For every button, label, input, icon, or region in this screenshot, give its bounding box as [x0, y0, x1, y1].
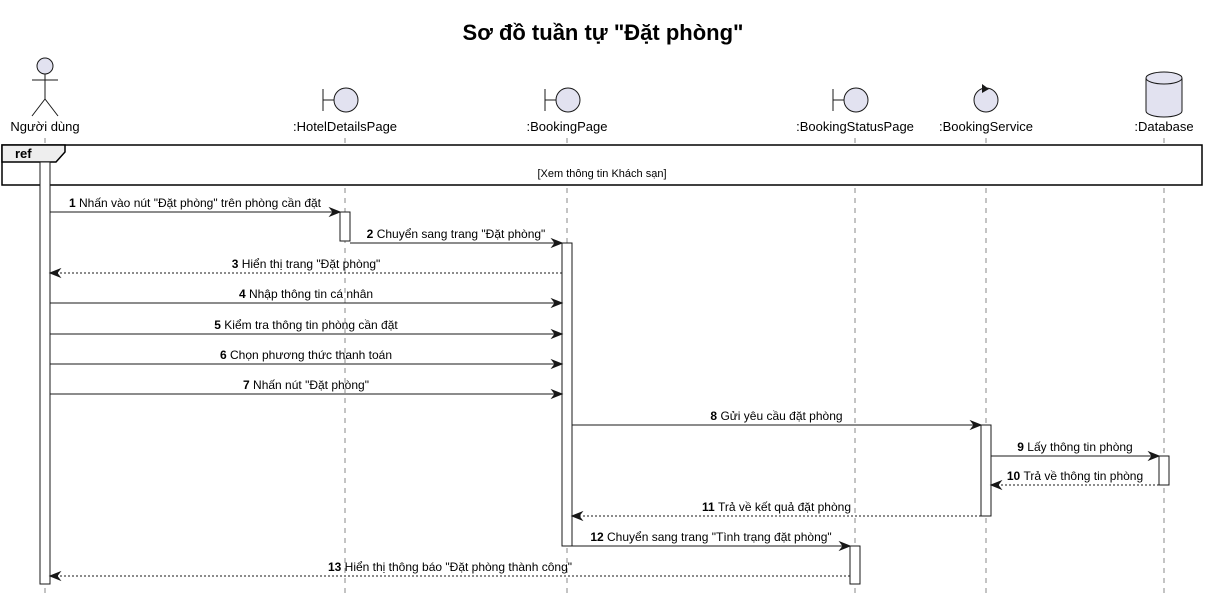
ref-frame: ref [Xem thông tin Khách sạn] [1, 144, 1203, 186]
message-number: 3 [232, 257, 242, 271]
message-5: 5 Kiểm tra thông tin phòng cần đặt [50, 318, 564, 340]
arrow-head-icon [550, 297, 564, 309]
message-label: 9 Lấy thông tin phòng [1017, 440, 1132, 454]
message-number: 1 [69, 196, 79, 210]
message-number: 5 [214, 318, 224, 332]
participant-name: :Database [1134, 119, 1193, 134]
messages: 1 Nhấn vào nút "Đặt phòng" trên phòng cầ… [48, 196, 1161, 582]
arrow-head-icon [1147, 450, 1161, 462]
message-label: 10 Trả về thông tin phòng [1007, 469, 1143, 483]
ref-text: [Xem thông tin Khách sạn] [537, 168, 666, 180]
participant-booking: :BookingPage [527, 87, 608, 134]
arrow-head-icon [328, 206, 342, 218]
participant-name: Người dùng [10, 119, 79, 134]
message-number: 9 [1017, 440, 1027, 454]
message-text: Kiểm tra thông tin phòng cần đặt [224, 318, 398, 332]
message-text: Nhấn vào nút "Đặt phòng" trên phòng cần … [79, 196, 322, 210]
activation-bar-status [849, 545, 861, 585]
message-number: 12 [590, 530, 607, 544]
message-text: Chọn phương thức thanh toán [230, 348, 392, 362]
arrow-head-icon [550, 237, 564, 249]
activation-bar-booking [561, 242, 573, 547]
message-text: Nhấn nút "Đặt phòng" [253, 378, 369, 392]
actor-icon [31, 57, 59, 117]
message-8: 8 Gửi yêu cầu đặt phòng [572, 409, 983, 431]
database-icon [1145, 71, 1183, 118]
message-label: 2 Chuyển sang trang "Đặt phòng" [367, 227, 546, 241]
arrow-head-icon [969, 419, 983, 431]
arrow-head-icon [570, 510, 584, 522]
message-text: Chuyển sang trang "Tình trạng đặt phòng" [607, 530, 832, 544]
boundary-icon [322, 87, 359, 113]
message-3: 3 Hiển thị trang "Đặt phòng" [48, 257, 562, 279]
message-number: 11 [702, 500, 718, 514]
message-number: 10 [1007, 469, 1024, 483]
participant-name: :HotelDetailsPage [293, 119, 397, 134]
message-label: 5 Kiểm tra thông tin phòng cần đặt [214, 318, 398, 332]
message-label: 4 Nhập thông tin cá nhân [239, 287, 373, 301]
message-number: 2 [367, 227, 377, 241]
ref-label: ref [15, 146, 32, 161]
message-12: 12 Chuyển sang trang "Tình trạng đặt phò… [572, 530, 852, 552]
message-number: 6 [220, 348, 230, 362]
boundary-icon [832, 87, 869, 113]
message-label: 11 Trả về kết quả đặt phòng [702, 500, 851, 514]
participant-hotel: :HotelDetailsPage [293, 87, 397, 134]
control-icon [973, 84, 999, 113]
message-label: 8 Gửi yêu cầu đặt phòng [710, 409, 842, 423]
activation-bar-db [1158, 455, 1170, 486]
activation-bars [39, 161, 1170, 585]
participants: Người dùng :HotelDetailsPage :BookingPage:… [10, 57, 1194, 134]
message-1: 1 Nhấn vào nút "Đặt phòng" trên phòng cầ… [50, 196, 342, 218]
participant-status: :BookingStatusPage [796, 87, 914, 134]
arrow-head-icon [550, 388, 564, 400]
message-9: 9 Lấy thông tin phòng [991, 440, 1161, 462]
message-label: 1 Nhấn vào nút "Đặt phòng" trên phòng cầ… [69, 196, 322, 210]
message-label: 3 Hiển thị trang "Đặt phòng" [232, 257, 381, 271]
message-7: 7 Nhấn nút "Đặt phòng" [50, 378, 564, 400]
message-number: 13 [328, 560, 345, 574]
arrow-head-icon [48, 570, 62, 582]
message-text: Hiển thị thông báo "Đặt phòng thành công… [345, 560, 572, 574]
message-text: Trả về thông tin phòng [1024, 469, 1144, 483]
message-6: 6 Chọn phương thức thanh toán [50, 348, 564, 370]
message-text: Trả về kết quả đặt phòng [718, 500, 851, 514]
participant-user: Người dùng [10, 57, 80, 134]
arrow-head-icon [48, 267, 62, 279]
diagram-title: Sơ đồ tuần tự "Đặt phòng" [463, 20, 744, 45]
arrow-head-icon [550, 328, 564, 340]
participant-service: :BookingService [939, 84, 1033, 134]
message-text: Chuyển sang trang "Đặt phòng" [377, 227, 546, 241]
message-text: Lấy thông tin phòng [1027, 440, 1132, 454]
message-label: 13 Hiển thị thông báo "Đặt phòng thành c… [328, 560, 572, 574]
message-13: 13 Hiển thị thông báo "Đặt phòng thành c… [48, 560, 850, 582]
message-text: Gửi yêu cầu đặt phòng [720, 409, 842, 423]
message-label: 12 Chuyển sang trang "Tình trạng đặt phò… [590, 530, 831, 544]
arrow-head-icon [550, 358, 564, 370]
arrow-head-icon [989, 479, 1003, 491]
message-label: 6 Chọn phương thức thanh toán [220, 348, 392, 362]
message-number: 7 [243, 378, 253, 392]
message-number: 8 [710, 409, 720, 423]
activation-bar-user [39, 161, 51, 585]
message-number: 4 [239, 287, 249, 301]
message-11: 11 Trả về kết quả đặt phòng [570, 500, 981, 522]
participant-name: :BookingStatusPage [796, 119, 914, 134]
message-2: 2 Chuyển sang trang "Đặt phòng" [350, 227, 564, 249]
message-text: Hiển thị trang "Đặt phòng" [242, 257, 381, 271]
message-text: Nhập thông tin cá nhân [249, 287, 373, 301]
message-4: 4 Nhập thông tin cá nhân [50, 287, 564, 309]
participant-db: :Database [1134, 71, 1194, 134]
message-label: 7 Nhấn nút "Đặt phòng" [243, 378, 369, 392]
arrow-head-icon [838, 540, 852, 552]
message-10: 10 Trả về thông tin phòng [989, 469, 1159, 491]
participant-name: :BookingService [939, 119, 1033, 134]
participant-name: :BookingPage [527, 119, 608, 134]
activation-bar-service [980, 424, 992, 517]
activation-bar-hotel [339, 211, 351, 242]
boundary-icon [544, 87, 581, 113]
